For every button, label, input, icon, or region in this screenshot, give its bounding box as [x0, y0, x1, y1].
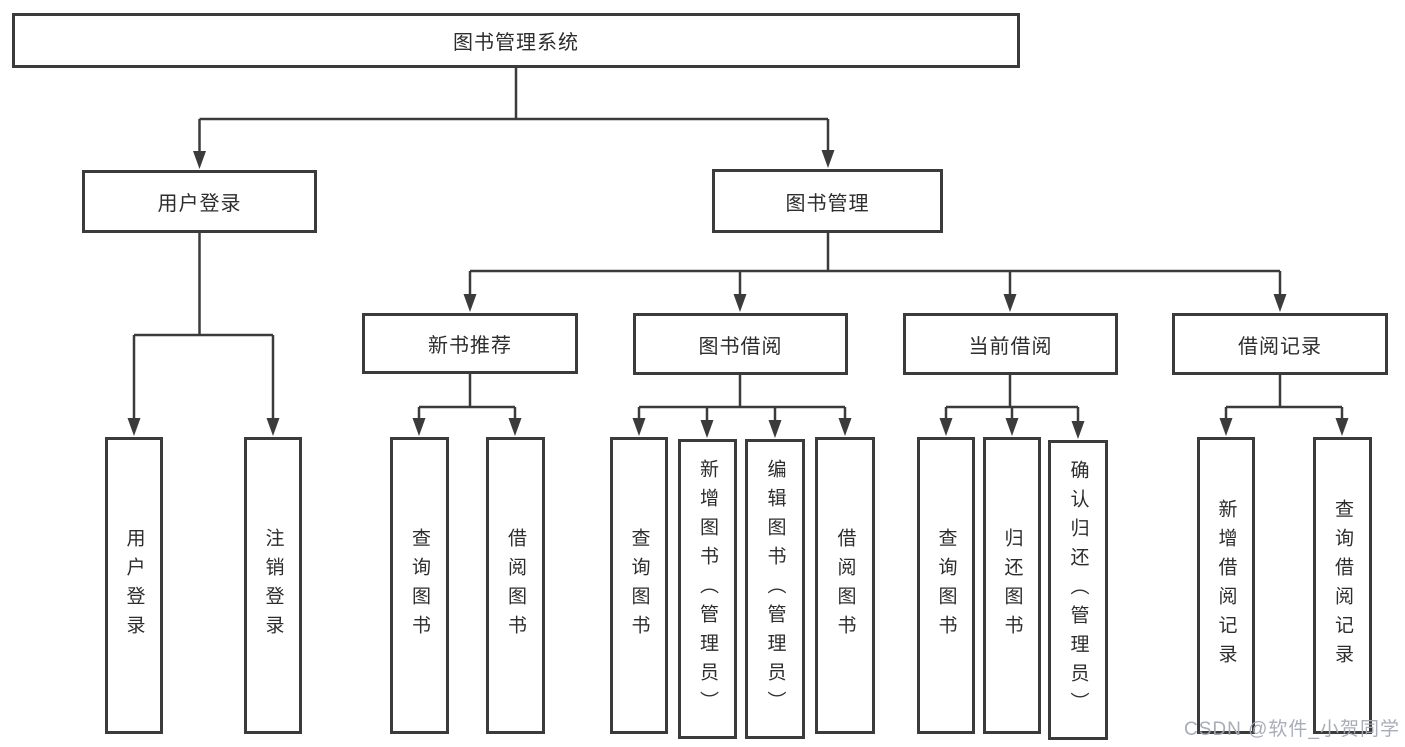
- node-ul-user-login: 用户登录: [105, 437, 163, 734]
- node-br-query-record: 查询借阅记录: [1313, 437, 1372, 734]
- node-book-mgmt: 图书管理: [712, 169, 943, 233]
- node-bb-borrow-book: 借阅图书: [815, 437, 875, 734]
- node-ul-logout: 注销登录: [244, 437, 302, 734]
- node-user-login: 用户登录: [82, 170, 317, 233]
- node-new-book-rec: 新书推荐: [362, 313, 578, 374]
- node-bb-query-book: 查询图书: [610, 437, 668, 734]
- node-book-borrow: 图书借阅: [633, 313, 848, 375]
- node-cb-query-book: 查询图书: [917, 437, 975, 734]
- watermark: CSDN @软件_小贺同学: [1184, 719, 1400, 740]
- node-root: 图书管理系统: [12, 13, 1020, 68]
- node-cb-return-book: 归还图书: [983, 437, 1041, 734]
- node-nbr-query-book: 查询图书: [390, 437, 449, 734]
- node-current-borrow: 当前借阅: [903, 313, 1118, 375]
- node-cb-confirm-return: 确认归还（管理员）: [1048, 440, 1108, 740]
- node-br-add-record: 新增借阅记录: [1197, 437, 1255, 734]
- node-nbr-borrow-book: 借阅图书: [486, 437, 545, 734]
- node-bb-add-book: 新增图书（管理员）: [678, 439, 737, 739]
- node-borrow-records: 借阅记录: [1172, 313, 1388, 375]
- node-bb-edit-book: 编辑图书（管理员）: [745, 439, 805, 739]
